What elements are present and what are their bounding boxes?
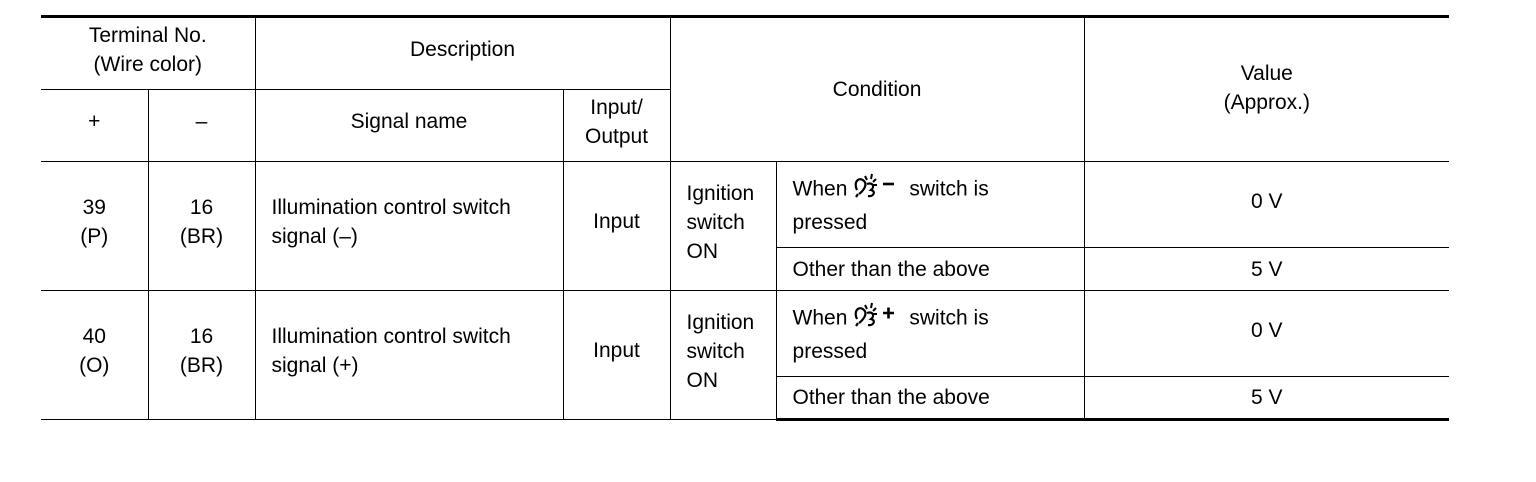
approx-label: (Approx.)	[1223, 91, 1310, 114]
terminal-number: 16	[189, 325, 214, 348]
signal-name-line: signal (+)	[271, 354, 359, 377]
table-row: 40 (O) 16 (BR) Illumination control swit…	[41, 290, 1450, 420]
input-output-header: Input/ Output	[562, 89, 671, 162]
other-condition-cell: Other than the above	[775, 376, 1085, 421]
ignition-line: switch	[686, 340, 745, 363]
condition-line: When switch is	[793, 172, 1080, 208]
terminal-number: 16	[189, 196, 214, 219]
signal-name-line: signal (–)	[271, 225, 358, 248]
plus-terminal-cell: 39 (P)	[41, 161, 149, 291]
ignition-condition-cell: Ignition switch ON	[669, 161, 777, 291]
condition-suffix: switch is	[909, 177, 989, 201]
signal-name-line: Illumination control switch	[271, 325, 511, 348]
ignition-condition-cell: Ignition switch ON	[669, 290, 777, 420]
wire-color: (O)	[79, 354, 110, 377]
minus-terminal-cell: 16 (BR)	[147, 290, 256, 420]
value-cell: 5 V	[1083, 376, 1450, 421]
terminal-table: Terminal No. (Wire color) Description Co…	[41, 15, 1450, 421]
other-condition-cell: Other than the above	[775, 247, 1085, 291]
value-header: Value (Approx.)	[1083, 15, 1450, 162]
output-label: Output	[584, 125, 649, 148]
table-row: Other than the above 5 V	[41, 376, 1450, 421]
condition-line: pressed	[792, 340, 868, 363]
condition-when: When	[792, 306, 848, 330]
terminal-number: 40	[82, 325, 106, 348]
signal-name-line: Illumination control switch	[271, 196, 511, 219]
value-cell: 5 V	[1083, 247, 1450, 291]
condition-when: When	[792, 177, 848, 201]
header-row-1: Terminal No. (Wire color) Description Co…	[41, 15, 1450, 162]
terminal-no-header: Terminal No. (Wire color)	[41, 15, 256, 90]
signal-name-cell: Illumination control switch signal (–)	[254, 161, 564, 291]
minus-terminal-cell: 16 (BR)	[147, 161, 256, 291]
illumination-dial-plus-icon	[851, 301, 899, 337]
io-cell: Input	[562, 161, 671, 291]
ignition-line: Ignition	[686, 311, 755, 334]
plus-terminal-cell: 40 (O)	[41, 290, 149, 420]
input-label: Input/	[590, 96, 643, 119]
ignition-line: switch	[686, 211, 745, 234]
wire-color: (BR)	[179, 225, 224, 248]
minus-header: –	[147, 89, 256, 162]
switch-condition-cell: When switch is pressed	[775, 161, 1085, 248]
signal-name-header: Signal name	[254, 89, 564, 162]
condition-line: pressed	[792, 211, 868, 234]
table-row: 39 (P) 16 (BR) Illumination control swit…	[41, 161, 1450, 291]
wire-color-label: (Wire color)	[93, 53, 203, 76]
condition-suffix: switch is	[909, 306, 989, 330]
value-cell: 0 V	[1083, 161, 1450, 248]
terminal-no-label: Terminal No.	[88, 24, 207, 47]
ignition-line: Ignition	[686, 182, 755, 205]
illumination-dial-minus-icon	[851, 172, 899, 208]
terminal-number: 39	[82, 196, 106, 219]
condition-header: Condition	[669, 15, 1085, 162]
ignition-line: ON	[686, 240, 719, 263]
io-cell: Input	[562, 290, 671, 420]
value-cell: 0 V	[1083, 290, 1450, 377]
ignition-line: ON	[686, 369, 719, 392]
plus-header: +	[41, 89, 149, 162]
switch-condition-cell: When switch is pressed	[775, 290, 1085, 377]
description-header: Description	[254, 15, 671, 90]
condition-line: When switch is	[793, 301, 1080, 337]
wire-color: (BR)	[179, 354, 224, 377]
value-label: Value	[1240, 62, 1293, 85]
signal-name-cell: Illumination control switch signal (+)	[254, 290, 564, 420]
wire-color: (P)	[80, 225, 109, 248]
